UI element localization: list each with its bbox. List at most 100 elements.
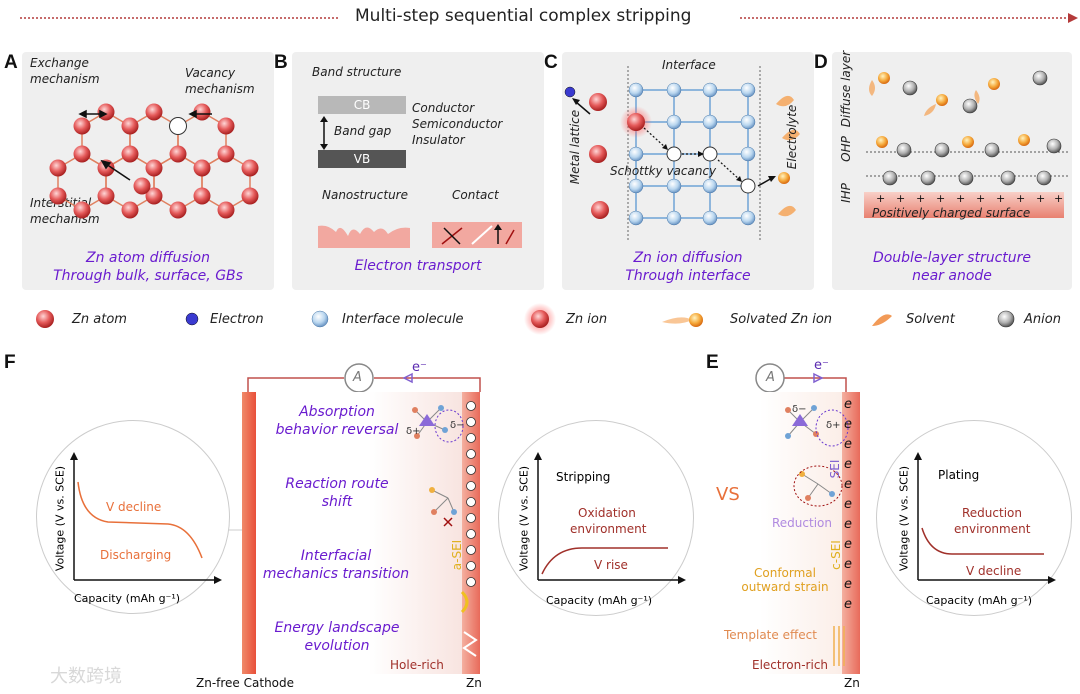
schottky-label: Schottky vacancy (610, 164, 717, 178)
contact-label: Contact (452, 188, 499, 202)
panel-d-caption-2: near anode (912, 268, 992, 284)
svg-text:e: e (844, 437, 852, 452)
plating-note2: V decline (966, 564, 1022, 578)
panel-d-caption-1: Double-layer structure (872, 250, 1032, 266)
panel-f-letter: F (4, 352, 16, 373)
step-2a: Reaction route (285, 476, 389, 492)
insulator-label: Insulator (412, 133, 465, 147)
vacancy-label-1: Vacancy (185, 66, 236, 80)
legend-anion: Anion (1024, 312, 1061, 327)
svg-text:+: + (936, 192, 945, 205)
semiconductor-label: Semiconductor (412, 117, 503, 131)
plating-note-1: Reduction (962, 506, 1022, 520)
holes-f (460, 401, 478, 657)
panel-e-circuit (755, 363, 847, 393)
step-2b: shift (321, 494, 353, 510)
csei-label: c-SEI (829, 540, 843, 570)
cell-gradient-e (760, 392, 842, 674)
legend-zn-ion: Zn ion (566, 312, 608, 327)
stripping-title: Stripping (556, 470, 611, 484)
legend-symbols (36, 303, 1015, 335)
panel-d-letter: D (814, 52, 828, 73)
conformal-label-1: Conformal (754, 566, 816, 580)
svg-text:e: e (844, 597, 852, 612)
header-arrow (20, 13, 1078, 23)
discharge-xlabel: Capacity (mAh g⁻¹) (74, 592, 181, 605)
zn-bar-e (842, 392, 860, 674)
stripping-plot (534, 452, 686, 584)
svg-text:e: e (844, 477, 852, 492)
molecule-f-top (412, 405, 464, 443)
cathode-label: Zn-free Cathode (196, 676, 295, 690)
nanostructure-label: Nanostructure (322, 188, 408, 202)
zn-label-e: Zn (844, 676, 860, 690)
cathode-bar (242, 392, 256, 674)
interface-label: Interface (662, 58, 716, 72)
panel-a-caption-2: Through bulk, surface, GBs (53, 268, 243, 284)
electrolyte-label: Electrolyte (785, 104, 799, 170)
conformal-label-2: outward strain (741, 580, 829, 594)
cell-gradient-f (256, 392, 462, 674)
svg-text:e: e (844, 497, 852, 512)
legend-interface-molecule: Interface molecule (342, 312, 464, 327)
svg-text:+: + (996, 192, 1005, 205)
sei-label: SEI (828, 459, 842, 479)
svg-text:e: e (844, 537, 852, 552)
template-lines (833, 626, 845, 666)
svg-text:+: + (1036, 192, 1045, 205)
ammeter-f: A (353, 370, 362, 385)
panel-a-caption-1: Zn atom diffusion (85, 250, 210, 266)
delta-minus-e: δ− (792, 404, 807, 415)
svg-text:+: + (1054, 192, 1063, 205)
zn-label-f: Zn (466, 676, 482, 690)
panel-f-circuit (247, 363, 481, 393)
conductor-label: Conductor (412, 101, 475, 115)
svg-text:+: + (956, 192, 965, 205)
step-4a: Energy landscape (274, 620, 400, 636)
legend-zn-atom: Zn atom (72, 312, 127, 327)
discharge-plot (70, 452, 222, 584)
double-layer-graphic: ++++ ++++ ++ (864, 70, 1068, 218)
panel-c-letter: C (544, 52, 558, 73)
panel-a-letter: A (4, 52, 18, 73)
svg-text:e: e (844, 577, 852, 592)
step-3a: Interfacial (300, 548, 372, 564)
svg-text:+: + (1016, 192, 1025, 205)
electron-rich-label: Electron-rich (752, 658, 829, 672)
plating-xlabel: Capacity (mAh g⁻¹) (926, 594, 1033, 607)
reduction-label: Reduction (772, 516, 832, 530)
exchange-label-1: Exchange (30, 56, 89, 70)
step-3b: mechanics transition (262, 566, 410, 582)
plating-title: Plating (938, 468, 980, 482)
hex-lattice (49, 103, 259, 219)
discharge-ylabel: Voltage (V vs. SCE) (53, 465, 67, 572)
panel-c (562, 52, 814, 290)
vs-label: VS (716, 484, 740, 505)
panel-e-letter: E (706, 352, 719, 373)
panel-b-caption: Electron transport (354, 258, 482, 274)
ammeter-e: A (766, 370, 775, 385)
svg-text:e: e (844, 457, 852, 472)
template-label: Template effect (724, 628, 817, 642)
delta-plus-e: δ+ (826, 420, 841, 431)
vacancy-label-2: mechanism (185, 82, 255, 96)
band-structure-label: Band structure (312, 65, 402, 79)
step-4b: evolution (304, 638, 370, 654)
svg-text:e: e (844, 517, 852, 532)
stripping-note-1: Oxidation (578, 506, 636, 520)
asei-label: a-SEI (450, 539, 464, 571)
molecule-f-mid (429, 487, 457, 527)
discharge-note2: Discharging (100, 548, 172, 562)
exchange-label-2: mechanism (30, 72, 100, 86)
nanostructure-graphic (318, 222, 410, 248)
panel-c-caption-1: Zn ion diffusion (633, 250, 743, 266)
stripping-note-2: environment (570, 522, 647, 536)
page-title: Multi-step sequential complex stripping (355, 6, 692, 26)
zoom-circle-f-right (498, 420, 694, 616)
molecule-e-mid (793, 465, 843, 507)
molecule-e-top (785, 405, 849, 447)
zoom-circle-left (36, 420, 230, 614)
interface-grid (564, 66, 800, 240)
zoom-lines-left (228, 529, 242, 531)
